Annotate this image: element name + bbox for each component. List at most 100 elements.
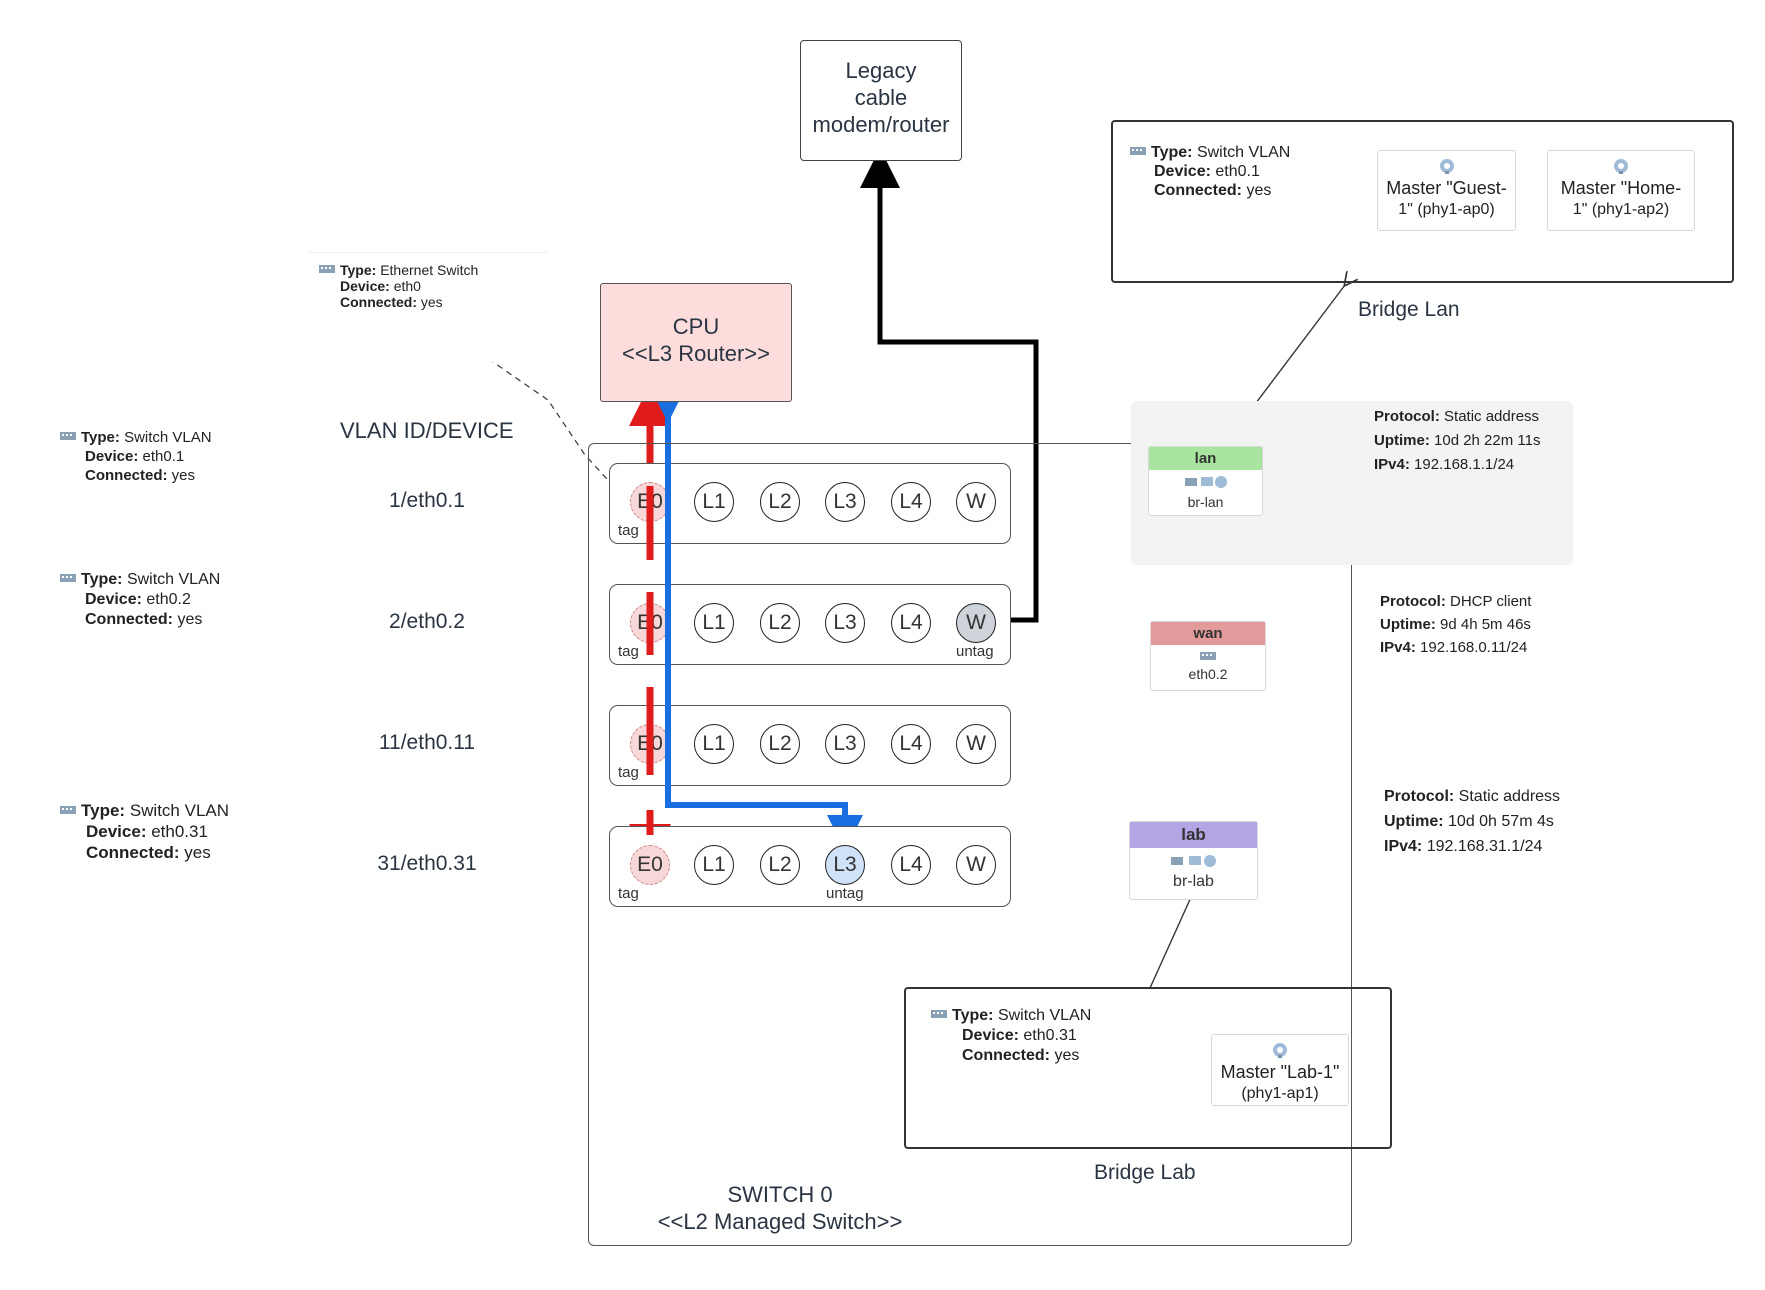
lan-info-device-key: Device: bbox=[1154, 163, 1211, 180]
info-device-key: Device: bbox=[85, 591, 142, 608]
port-w[interactable]: W bbox=[956, 482, 996, 522]
port-l3[interactable]: L3 bbox=[825, 482, 865, 522]
legacy-line2: cable bbox=[854, 85, 908, 110]
iface-lab-icons bbox=[1130, 852, 1257, 873]
lan-info-connected-val: yes bbox=[1246, 182, 1272, 199]
ap-card-guest[interactable]: Master "Guest- 1" (phy1-ap0) bbox=[1377, 150, 1516, 231]
port-e0-tag: tag bbox=[618, 764, 639, 781]
info-connected-key: Connected: bbox=[85, 467, 168, 484]
left-info-vlan31: Type: Switch VLAN Device: eth0.31 Connec… bbox=[57, 800, 342, 862]
port-l1[interactable]: L1 bbox=[694, 845, 734, 885]
port-l1[interactable]: L1 bbox=[694, 724, 734, 764]
lan-info-connected-key: Connected: bbox=[1154, 182, 1242, 199]
port-l4[interactable]: L4 bbox=[891, 845, 931, 885]
wifi-ap-icon bbox=[1273, 1043, 1287, 1058]
port-l1[interactable]: L1 bbox=[694, 482, 734, 522]
port-e0-tag: tag bbox=[618, 522, 639, 539]
ap-home-line1: Master "Home- bbox=[1560, 178, 1682, 198]
lab-uptime-key: Uptime: bbox=[1384, 813, 1444, 830]
iface-lab-card[interactable]: lab br-lab bbox=[1129, 821, 1258, 900]
port-e0[interactable]: E0 bbox=[630, 724, 670, 764]
lab-info-connected-val: yes bbox=[1054, 1047, 1080, 1064]
info-connected-key: Connected: bbox=[85, 611, 173, 628]
port-e0-tag: tag bbox=[618, 643, 639, 660]
vlan-row-11: E0 L1 L2 L3 L4 W tag bbox=[609, 705, 1011, 786]
info-device-key: Device: bbox=[85, 448, 139, 465]
bridge-lab-frame bbox=[904, 987, 1392, 1149]
info-device-val: eth0.2 bbox=[146, 591, 191, 608]
bridge-icon bbox=[1170, 855, 1216, 867]
port-l2[interactable]: L2 bbox=[760, 845, 800, 885]
legacy-router-box: Legacy cable modem/router bbox=[800, 40, 962, 161]
port-l2[interactable]: L2 bbox=[760, 603, 800, 643]
bridge-icon bbox=[1184, 476, 1227, 488]
lan-ipv4-key: IPv4: bbox=[1374, 456, 1410, 473]
wifi-ap-icon bbox=[1614, 159, 1628, 174]
eth-connected-val: yes bbox=[420, 294, 443, 310]
port-l1[interactable]: L1 bbox=[694, 603, 734, 643]
eth-device-val: eth0 bbox=[393, 278, 421, 294]
bridge-lan-frame bbox=[1111, 120, 1734, 283]
wifi-ap-icon bbox=[1439, 159, 1454, 174]
port-e0[interactable]: E0 bbox=[630, 845, 670, 885]
info-type-val: Switch VLAN bbox=[126, 571, 221, 588]
wan-uplink-path bbox=[860, 148, 1039, 623]
lan-ipv4-val: 192.168.1.1/24 bbox=[1414, 456, 1515, 473]
switch-icon bbox=[319, 265, 335, 273]
lan-uptime-key: Uptime: bbox=[1374, 432, 1430, 449]
iface-wan-card[interactable]: wan eth0.2 bbox=[1150, 621, 1266, 691]
port-l4[interactable]: L4 bbox=[891, 603, 931, 643]
port-l3[interactable]: L3 bbox=[825, 845, 865, 885]
eth-type-key: Type: bbox=[340, 262, 377, 278]
vlan-label-2: 2/eth0.2 bbox=[389, 610, 465, 633]
iface-wan-details: Protocol: DHCP client Uptime: 9d 4h 5m 4… bbox=[1380, 590, 1531, 659]
ap-home-line2: 1" (phy1-ap2) bbox=[1572, 201, 1670, 218]
wan-ipv4-val: 192.168.0.11/24 bbox=[1420, 639, 1528, 656]
info-device-key: Device: bbox=[86, 822, 147, 841]
info-type-key: Type: bbox=[81, 801, 126, 820]
info-type-key: Type: bbox=[81, 429, 120, 446]
port-l2[interactable]: L2 bbox=[760, 724, 800, 764]
port-w-untag: untag bbox=[956, 643, 994, 660]
iface-lab-device: br-lab bbox=[1173, 873, 1214, 890]
ap-card-home[interactable]: Master "Home- 1" (phy1-ap2) bbox=[1547, 150, 1695, 231]
port-w[interactable]: W bbox=[956, 724, 996, 764]
port-l4[interactable]: L4 bbox=[891, 724, 931, 764]
iface-lan-icons bbox=[1149, 474, 1262, 494]
bridge-lan-info: Type: Switch VLAN Device: eth0.1 Connect… bbox=[1127, 143, 1352, 258]
port-e0[interactable]: E0 bbox=[630, 482, 670, 522]
lab-ipv4-key: IPv4: bbox=[1384, 838, 1423, 855]
vlan-label-1: 1/eth0.1 bbox=[389, 489, 465, 512]
iface-lan-device: br-lan bbox=[1187, 494, 1224, 510]
switch-title-line2: <<L2 Managed Switch>> bbox=[657, 1209, 903, 1234]
lan-uptime-val: 10d 2h 22m 11s bbox=[1434, 432, 1541, 449]
legacy-line1: Legacy bbox=[845, 58, 917, 83]
port-l4[interactable]: L4 bbox=[891, 482, 931, 522]
ap-guest-line2: 1" (phy1-ap0) bbox=[1398, 201, 1495, 218]
cpu-box: CPU <<L3 Router>> bbox=[600, 283, 792, 402]
switch-title-line1: SWITCH 0 bbox=[727, 1182, 833, 1207]
ap-card-lab[interactable]: Master "Lab-1" (phy1-ap1) bbox=[1211, 1034, 1349, 1106]
port-l3[interactable]: L3 bbox=[825, 603, 865, 643]
port-w[interactable]: W bbox=[956, 603, 996, 643]
vlan-row-31: E0 L1 L2 L3 L4 W tag untag bbox=[609, 826, 1011, 907]
vlan-row-2: E0 L1 L2 L3 L4 W tag untag bbox=[609, 584, 1011, 665]
info-type-val: Switch VLAN bbox=[129, 801, 230, 820]
port-l3[interactable]: L3 bbox=[825, 724, 865, 764]
port-l2[interactable]: L2 bbox=[760, 482, 800, 522]
info-device-val: eth0.31 bbox=[151, 822, 208, 841]
port-e0[interactable]: E0 bbox=[630, 603, 670, 643]
wan-protocol-key: Protocol: bbox=[1380, 593, 1446, 610]
port-w[interactable]: W bbox=[956, 845, 996, 885]
vlan-row-1: E0 L1 L2 L3 L4 W tag bbox=[609, 463, 1011, 544]
info-connected-key: Connected: bbox=[86, 843, 180, 862]
port-l3-untag: untag bbox=[826, 885, 864, 902]
legacy-line3: modem/router bbox=[812, 112, 950, 137]
vlan-label-31: 31/eth0.31 bbox=[377, 852, 477, 875]
bridge-lab-label: Bridge Lab bbox=[1094, 1161, 1196, 1184]
left-info-vlan2: Type: Switch VLAN Device: eth0.2 Connect… bbox=[57, 567, 312, 682]
wan-uptime-val: 9d 4h 5m 46s bbox=[1440, 616, 1531, 633]
eth-device-key: Device: bbox=[340, 278, 390, 294]
iface-lan-card[interactable]: lan br-lan bbox=[1148, 446, 1263, 516]
info-type-key: Type: bbox=[81, 571, 123, 588]
